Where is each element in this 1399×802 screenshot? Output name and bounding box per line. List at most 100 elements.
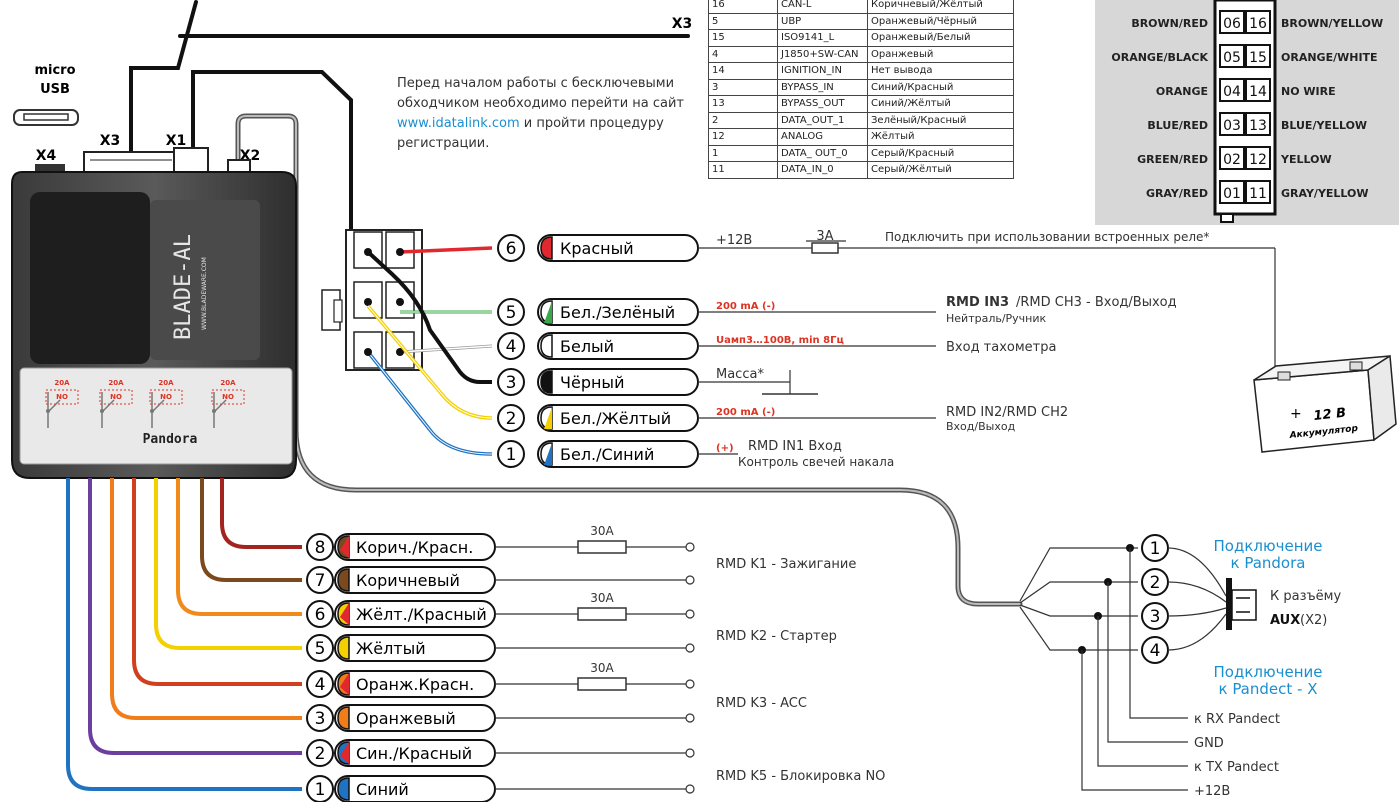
rmd-label: RMD K5 - Блокировка NO (716, 769, 885, 784)
main-wire-8 (220, 478, 302, 549)
aux-pin-to-connector (1167, 547, 1227, 597)
w2-sub: Вход/Выход (946, 420, 1016, 433)
x1-wire-swatch (540, 370, 553, 394)
registration-note-text-end: и пройти процедуру регистрации. (397, 116, 664, 151)
main-wire-swatch-stripe (340, 603, 349, 625)
x1-wire-number-circle (497, 440, 525, 468)
main-fuse-label: 30A (590, 661, 614, 675)
aux-fan-line (1019, 604, 1138, 617)
pin-number: 11 (1249, 186, 1267, 202)
relay-box (99, 389, 133, 405)
relay-amp: 20A (220, 379, 236, 387)
main-wire-swatch-stripe (340, 536, 349, 558)
main-wire-6 (176, 478, 302, 616)
aux-drop-line (1107, 582, 1188, 743)
main-wire-terminal (685, 784, 695, 794)
aux-pin-to-connector (1167, 613, 1227, 651)
pinout-right-label: YELLOW (1280, 153, 1332, 166)
site-text: WWW.BLADEWARE.COM (201, 257, 208, 330)
plus12-label: +12В (716, 233, 752, 248)
rmd-label: RMD K1 - Зажигание (716, 557, 856, 572)
main-wire-swatch-stripe (340, 742, 349, 764)
x1-wire-label: Белый (560, 337, 614, 356)
main-wire-number: 1 (315, 780, 326, 800)
main-wire-number: 2 (315, 744, 326, 764)
x1-connector (321, 229, 423, 371)
main-wire-terminal (685, 542, 695, 552)
main-wire-1 (66, 478, 302, 791)
pinout-left-label: GREEN/RED (1137, 153, 1208, 166)
battery: + 12 В Аккумулятор (1253, 354, 1397, 453)
relay-amp: 20A (158, 379, 174, 387)
pin-number: 02 (1223, 152, 1241, 168)
x1-wire-swatch-color (544, 443, 552, 465)
connector-latch (1220, 213, 1234, 223)
aux-drop-line (1097, 616, 1188, 767)
idatalink-link[interactable]: www.idatalink.com (397, 116, 520, 131)
main-wire-number: 7 (315, 571, 326, 591)
main-wire-number-circle (306, 634, 334, 662)
main-fuse-label: 30A (590, 591, 614, 605)
pinout-left-label: BROWN/RED (1131, 17, 1208, 30)
x1-wire-6 (399, 246, 493, 254)
registration-note: Перед началом работы с бесключевыми обхо… (397, 74, 707, 154)
main-wire-swatch (337, 636, 350, 660)
x1-wire-label: Бел./Синий (560, 445, 654, 464)
main-wire-number-circle (306, 704, 334, 732)
pin-number: 12 (1249, 152, 1267, 168)
aux-plus-label: +12В (1194, 784, 1230, 799)
main-wire-swatch (337, 568, 350, 592)
brand-text: BLADE-AL (171, 234, 196, 340)
main-wire-label: Жёлт./Красный (356, 605, 487, 624)
main-wire-number-circle (306, 775, 334, 802)
pin-cell (1219, 10, 1245, 34)
pandora-logo: Pandora (143, 432, 198, 447)
micro-usb-label-1: micro (34, 63, 75, 78)
aux-pandect-title-1: Подключение (1214, 663, 1323, 681)
top-cables (129, 0, 1023, 607)
main-wire-number-circle (306, 600, 334, 628)
aux-pin-number: 1 (1150, 539, 1161, 559)
x1-wire-swatch-color (544, 301, 552, 323)
main-wire-number-circle (306, 533, 334, 561)
pinout-right-label: BLUE/YELLOW (1281, 119, 1367, 132)
main-wire-terminal (685, 575, 695, 585)
aux-tx-label: к TX Pandect (1194, 760, 1279, 775)
aux-connector-bar (1226, 578, 1232, 630)
pinout-right-label: GRAY/YELLOW (1281, 187, 1369, 200)
relay-state: NO (110, 393, 122, 401)
x1-wire-label: Чёрный (560, 373, 624, 392)
w2-spec: 200 mA (-) (716, 407, 775, 418)
main-wire-label: Коричневый (356, 571, 460, 590)
main-wire-3 (110, 478, 302, 720)
relay-switch (47, 399, 61, 413)
pin-cell (1219, 180, 1245, 204)
aux-gnd-label: GND (1194, 736, 1224, 751)
pin-cell (1245, 44, 1271, 68)
x1-pin-dot (364, 298, 372, 306)
pinout-right-label: ORANGE/WHITE (1281, 51, 1378, 64)
relay-contact (212, 409, 216, 413)
pin-number: 03 (1223, 118, 1241, 134)
pin-table-cell: Серый/Жёлтый (867, 161, 1014, 179)
relay-switch (213, 399, 227, 413)
aux-pandect-title-2: к Pandect - X (1218, 680, 1317, 698)
x1-wire-number: 4 (506, 337, 517, 357)
x1-label: X1 (166, 133, 187, 149)
aux-fan-guide (1020, 548, 1138, 604)
pinout-left-label: ORANGE (1156, 85, 1208, 98)
pinout-right-label: BROWN/YELLOW (1281, 17, 1383, 30)
main-wire-number: 3 (315, 709, 326, 729)
registration-note-text: Перед началом работы с бесключевыми обхо… (397, 76, 685, 111)
aux-connector-bold: AUX (1270, 613, 1300, 628)
pin-number: 05 (1223, 50, 1241, 66)
pin-table-cell: Зелёный/Красный (867, 111, 1014, 129)
x1-wires (364, 246, 493, 456)
pin-number: 04 (1223, 84, 1241, 100)
